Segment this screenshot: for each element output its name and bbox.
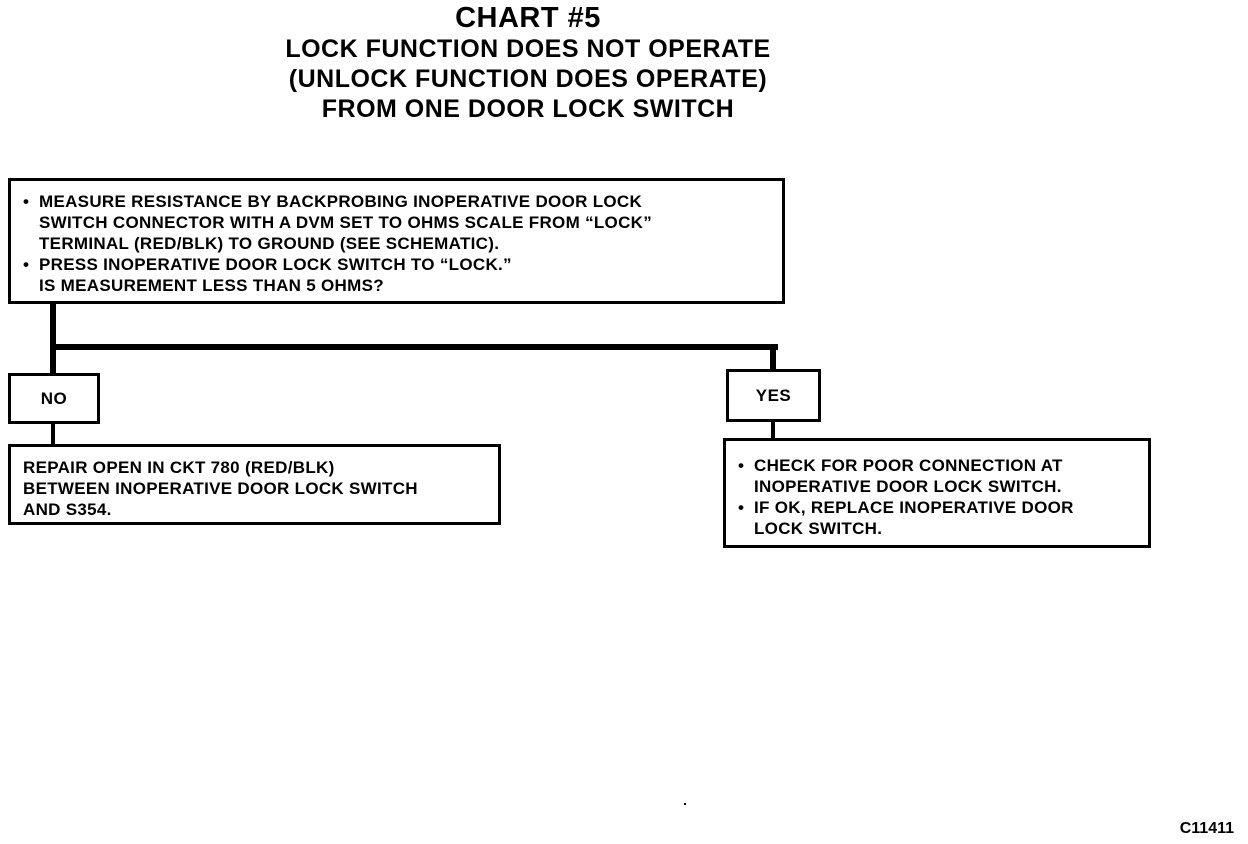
connector-horizontal-branch [50, 344, 778, 350]
bullet-glyph: • [738, 498, 745, 517]
chart-title-block: CHART #5 LOCK FUNCTION DOES NOT OPERATE … [0, 2, 1056, 124]
chart-subtitle-line-1: LOCK FUNCTION DOES NOT OPERATE [285, 35, 771, 63]
measure-resistance-instructions: • MEASURE RESISTANCE BY BACKPROBING INOP… [23, 191, 774, 275]
yes-result-line: INOPERATIVE DOOR LOCK SWITCH. [754, 477, 1062, 496]
yes-branch-label: YES [726, 369, 821, 422]
yes-item-check-connection: • CHECK FOR POOR CONNECTION AT INOPERATI… [738, 455, 1140, 497]
measure-resistance-step-box: • MEASURE RESISTANCE BY BACKPROBING INOP… [8, 178, 785, 304]
instruction-item-measure: • MEASURE RESISTANCE BY BACKPROBING INOP… [23, 191, 774, 254]
instruction-line: MEASURE RESISTANCE BY BACKPROBING INOPER… [39, 192, 643, 211]
connector-yes-down [770, 350, 776, 370]
yes-result-line: IF OK, REPLACE INOPERATIVE DOOR [754, 498, 1074, 517]
no-result-box: REPAIR OPEN IN CKT 780 (RED/BLK) BETWEEN… [8, 444, 501, 525]
chart-subtitle-line-2: (UNLOCK FUNCTION DOES OPERATE) [288, 65, 768, 93]
connector-start-down [50, 302, 56, 350]
connector-no-down [50, 350, 56, 374]
figure-code: C11411 [1179, 820, 1234, 837]
bullet-glyph: • [738, 456, 745, 475]
yes-result-line: LOCK SWITCH. [754, 519, 883, 538]
yes-item-replace-switch: • IF OK, REPLACE INOPERATIVE DOOR LOCK S… [738, 497, 1140, 539]
stray-dot [684, 803, 686, 805]
bullet-glyph: • [23, 255, 30, 274]
no-result-line: AND S354. [23, 500, 112, 519]
yes-result-line: CHECK FOR POOR CONNECTION AT [754, 456, 1063, 475]
connector-no-to-result [51, 422, 55, 446]
instruction-line: TERMINAL (RED/BLK) TO GROUND (SEE SCHEMA… [39, 234, 500, 253]
no-result-line: REPAIR OPEN IN CKT 780 (RED/BLK) [23, 458, 335, 477]
yes-result-instructions: • CHECK FOR POOR CONNECTION AT INOPERATI… [738, 455, 1140, 539]
instruction-item-press: • PRESS INOPERATIVE DOOR LOCK SWITCH TO … [23, 254, 774, 275]
measurement-question: IS MEASUREMENT LESS THAN 5 OHMS? [39, 276, 384, 295]
instruction-line: SWITCH CONNECTOR WITH A DVM SET TO OHMS … [39, 213, 653, 232]
connector-yes-to-result [771, 420, 775, 440]
bullet-glyph: • [23, 192, 30, 211]
yes-result-box: • CHECK FOR POOR CONNECTION AT INOPERATI… [723, 438, 1151, 548]
chart-title: CHART #5 [455, 2, 601, 34]
chart-subtitle-line-3: FROM ONE DOOR LOCK SWITCH [321, 95, 735, 123]
no-branch-label: NO [8, 373, 100, 424]
no-result-line: BETWEEN INOPERATIVE DOOR LOCK SWITCH [23, 479, 418, 498]
instruction-line: PRESS INOPERATIVE DOOR LOCK SWITCH TO “L… [39, 255, 512, 274]
